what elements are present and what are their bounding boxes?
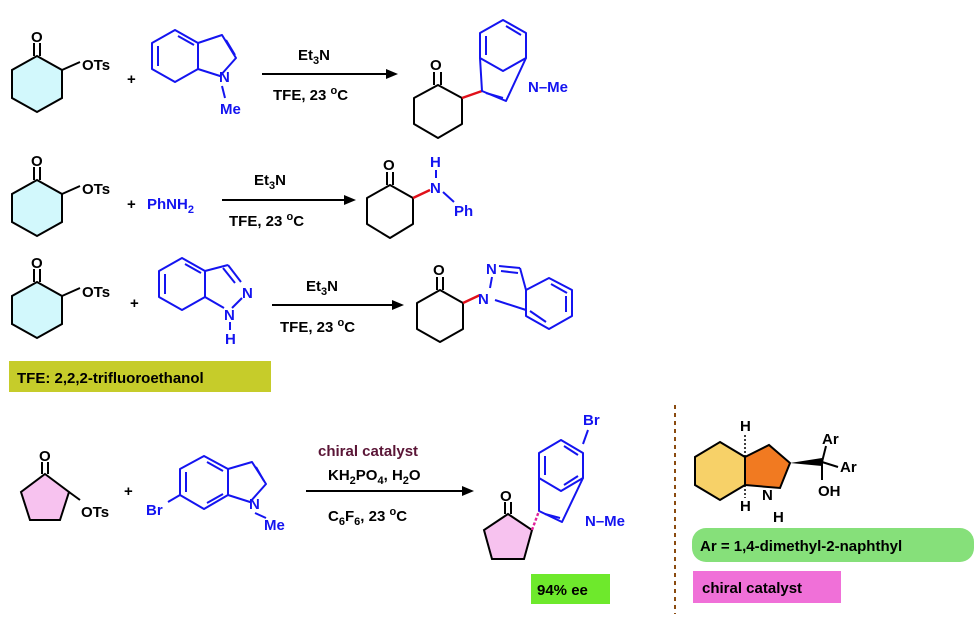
plus-sign: +	[127, 71, 136, 88]
indazole-n2-label: N	[242, 285, 253, 302]
aryl-label-2: Ar	[840, 459, 857, 476]
methyl-label: Me	[264, 517, 285, 534]
reagent-top: Et3N	[298, 47, 330, 67]
reagent-catalyst: chiral catalyst	[318, 443, 418, 460]
reaction-4: O OTs + Br N Me chiral catalyst KH2PO4, …	[19, 412, 625, 604]
nh-n-label: N	[430, 180, 441, 197]
catalyst-n-label: N	[762, 487, 773, 504]
catalyst-tag: chiral catalyst	[693, 571, 841, 603]
indazole-n1-label: N	[224, 307, 235, 324]
reagent-solvent: C6F6, 23 oC	[328, 506, 407, 528]
reagent-bottom: TFE, 23 oC	[229, 211, 304, 230]
cyclopentanone-tosylate: O OTs	[19, 448, 109, 521]
reagent-bottom: TFE, 23 oC	[273, 85, 348, 104]
ots-label: OTs	[82, 181, 110, 198]
reagent-bottom: TFE, 23 oC	[280, 317, 355, 336]
oxygen-label: O	[31, 29, 43, 46]
product-1: O N–Me	[413, 19, 568, 139]
bromo-label: Br	[146, 502, 163, 519]
catalyst-structure: H H N H Ar Ar OH	[694, 418, 857, 526]
ots-label: OTs	[82, 284, 110, 301]
plus-sign: +	[130, 295, 139, 312]
aryl-definition-text: Ar = 1,4-dimethyl-2-naphthyl	[700, 538, 902, 555]
product-bromo-label: Br	[583, 412, 600, 429]
indole-n-label: N	[219, 69, 230, 86]
product-3: O N N	[416, 261, 573, 343]
cyclohexanone-tosylate-2: O OTs	[11, 153, 110, 238]
bridgehead-h-bottom: H	[740, 498, 751, 515]
aryl-definition: Ar = 1,4-dimethyl-2-naphthyl	[692, 528, 974, 562]
nh-h-label: H	[430, 154, 441, 171]
indazole: N N H	[158, 257, 253, 348]
indazole-h-label: H	[225, 331, 236, 348]
ots-label: OTs	[81, 504, 109, 521]
product-4: Br N–Me O 94% ee	[482, 412, 625, 604]
oxygen-label: O	[31, 255, 43, 272]
oxygen-label: O	[39, 448, 51, 465]
reagent-top: Et3N	[254, 172, 286, 192]
plus-sign: +	[124, 483, 133, 500]
product-2: O H N Ph	[366, 154, 473, 239]
hydroxyl-label: OH	[818, 483, 841, 500]
oxygen-label: O	[500, 488, 512, 505]
ee-label: 94% ee	[537, 582, 588, 599]
cyclohexanone-tosylate-1: O OTs	[11, 29, 110, 114]
reaction-1: O OTs + N Me Et3N TFE, 23 oC O	[11, 19, 568, 139]
reaction-2: O OTs + PhNH2 Et3N TFE, 23 oC O H N Ph	[11, 153, 473, 239]
ots-label: OTs	[82, 57, 110, 74]
bridgehead-h-top: H	[740, 418, 751, 435]
cyclohexanone-tosylate-3: O OTs	[11, 255, 110, 340]
reagent-buffer: KH2PO4, H2O	[328, 467, 421, 487]
6-bromo-n-methylindole: Br N Me	[146, 455, 285, 534]
oxygen-label: O	[430, 57, 442, 74]
indole-n-label: N	[249, 496, 260, 513]
aniline-label: PhNH2	[147, 196, 194, 216]
product-n2-label: N	[486, 261, 497, 278]
catalyst-nh-label: H	[773, 509, 784, 526]
product-n-me: N–Me	[585, 513, 625, 530]
tfe-definition: TFE: 2,2,2-trifluoroethanol	[17, 370, 204, 387]
reaction-arrow-1: Et3N TFE, 23 oC	[262, 47, 398, 104]
phenyl-label: Ph	[454, 203, 473, 220]
product-n-me: N–Me	[528, 79, 568, 96]
oxygen-label: O	[383, 157, 395, 174]
aryl-label-1: Ar	[822, 431, 839, 448]
reaction-3: O OTs + N N H Et3N TFE, 23 oC	[11, 255, 573, 348]
catalyst-tag-text: chiral catalyst	[702, 580, 802, 597]
product-n1-label: N	[478, 291, 489, 308]
reaction-arrow-4: chiral catalyst KH2PO4, H2O C6F6, 23 oC	[306, 443, 474, 528]
reagent-top: Et3N	[306, 278, 338, 298]
oxygen-label: O	[31, 153, 43, 170]
reaction-arrow-2: Et3N TFE, 23 oC	[222, 172, 356, 230]
methyl-label: Me	[220, 101, 241, 118]
oxygen-label: O	[433, 262, 445, 279]
tfe-note: TFE: 2,2,2-trifluoroethanol	[9, 361, 271, 392]
n-methylindole: N Me	[151, 29, 241, 118]
reaction-arrow-3: Et3N TFE, 23 oC	[272, 278, 404, 336]
plus-sign: +	[127, 196, 136, 213]
